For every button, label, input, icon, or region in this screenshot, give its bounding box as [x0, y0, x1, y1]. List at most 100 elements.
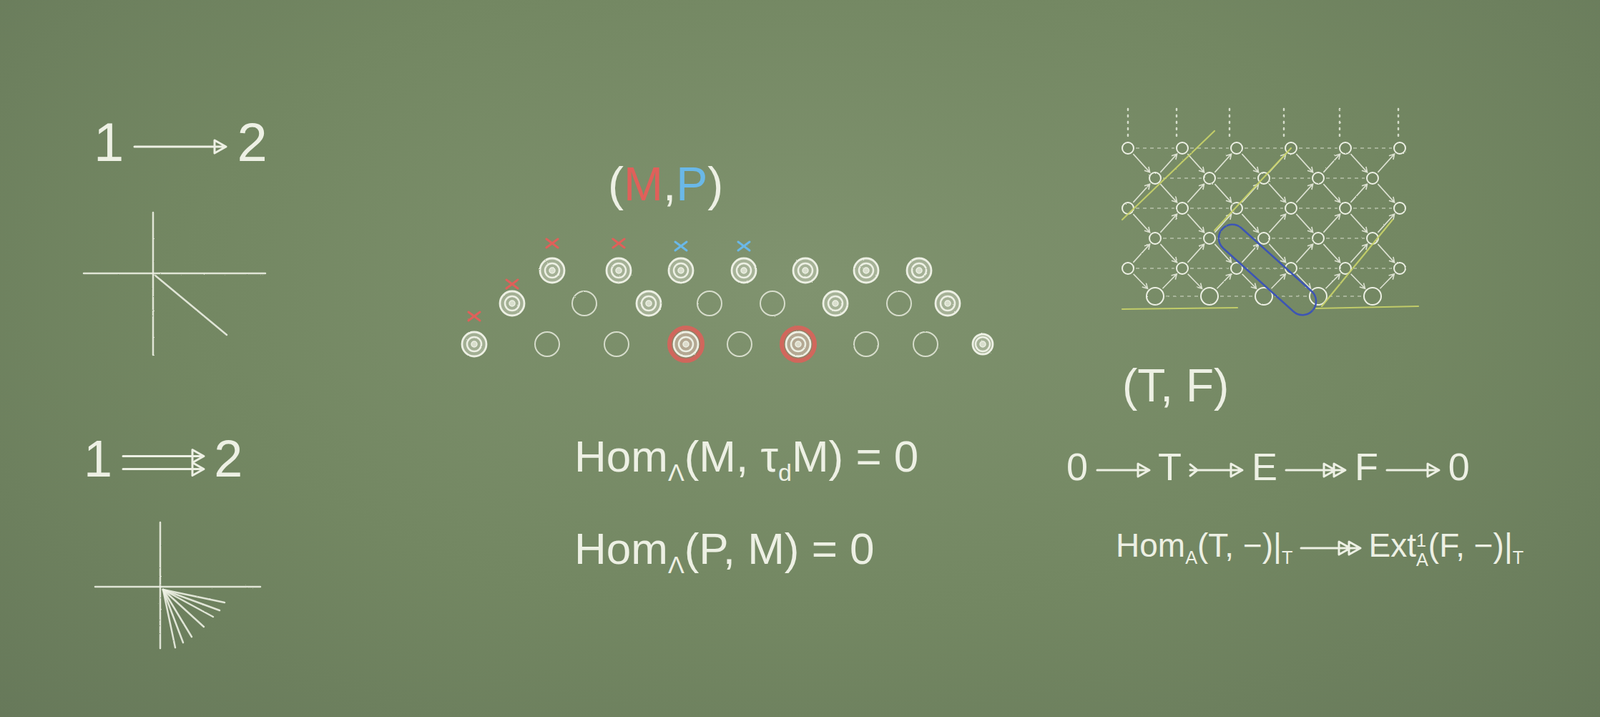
translation-line [1298, 207, 1338, 209]
quiver-arrow [1132, 183, 1150, 203]
axis-line [163, 589, 176, 648]
region-boundary [1122, 307, 1238, 309]
formula-text: A [1185, 547, 1198, 568]
module-vertex [668, 258, 694, 283]
vertex-scribble [832, 300, 839, 307]
translation-line [1353, 147, 1392, 149]
quiver-arrow [1162, 273, 1177, 289]
formula-text: P [675, 157, 708, 211]
quiver-arrow [1214, 183, 1231, 203]
quiver-arrow [1296, 153, 1313, 173]
translation-line [1271, 177, 1311, 179]
module-vertex [462, 331, 487, 357]
quiver-vertex [1312, 172, 1324, 184]
module-vertex [760, 291, 785, 316]
cross-mark [468, 311, 480, 321]
module-vertex [727, 331, 752, 357]
vertex-scribble [641, 296, 656, 311]
quiver-arrow [1188, 273, 1203, 289]
formula-text: T [1512, 547, 1524, 568]
quiver-arrow [1323, 213, 1340, 233]
vertex-scribble [911, 263, 927, 278]
continuation-dots [1175, 108, 1179, 138]
highlight-halo [669, 327, 703, 361]
module-vertex [854, 331, 879, 357]
vertex-scribble [940, 296, 955, 311]
formula-text: M) = 0 [791, 431, 919, 481]
cross-mark [546, 238, 558, 248]
quiver-vertex [1176, 202, 1189, 214]
vertex-scribble [975, 336, 990, 352]
quiver-arrow [1187, 213, 1204, 233]
quiver-arrow [1350, 213, 1367, 233]
translation-line [1220, 295, 1254, 297]
vertex-scribble [545, 263, 560, 278]
module-vertex [854, 258, 879, 283]
translation-line [1217, 237, 1256, 239]
translation-line [1162, 237, 1202, 239]
quiver-vertex [1366, 172, 1379, 184]
formula-text: (T, −)| [1197, 526, 1282, 564]
translation-line [1326, 237, 1365, 239]
module-vertex [673, 331, 699, 357]
script-stack: 1A [1416, 530, 1429, 569]
arrow-symbol [130, 130, 231, 164]
vertex-scribble [504, 296, 520, 311]
formula-text: 2 [237, 111, 268, 173]
quiver-vertex [1230, 142, 1243, 154]
translation-line [1353, 207, 1392, 209]
quiver-arrow [1214, 153, 1231, 173]
quiver-arrow [1377, 183, 1395, 203]
translation-line [1217, 177, 1256, 179]
vertex-scribble [828, 296, 843, 311]
continuation-dots [1127, 108, 1130, 138]
formula-line: 0TEF0 [1066, 443, 1470, 490]
quiver-vertex [1176, 262, 1189, 274]
quiver-arrow [1351, 273, 1366, 289]
quiver-arrow [1377, 153, 1395, 173]
cross-mark [468, 311, 480, 321]
module-vertex [906, 258, 932, 283]
formula-text: 0 [1066, 444, 1088, 488]
vertex-scribble [678, 336, 694, 352]
quiver-arrow [1132, 153, 1150, 173]
quiver-vertex [1122, 142, 1134, 154]
region-boundary [1321, 219, 1393, 307]
vertex-scribble [615, 267, 622, 274]
quiver-arrow [1241, 243, 1259, 263]
vertex-scribble [645, 300, 652, 307]
module-vertex [823, 291, 848, 316]
quiver-arrow [1296, 213, 1313, 233]
module-vertex [572, 291, 597, 316]
formula-text: ( [607, 157, 624, 211]
translation-line [1298, 267, 1338, 269]
formula-text: T [1157, 444, 1182, 488]
formula-text: , [663, 157, 676, 211]
quiver-arrow [1270, 273, 1286, 289]
formula-line: HomΛ(M, τdM) = 0 [574, 429, 919, 483]
formula-text: 0 [1448, 444, 1470, 488]
translation-line [1135, 147, 1175, 149]
module-vertex [972, 334, 993, 355]
quiver-vertex [1149, 232, 1161, 244]
quiver-vertex [1200, 287, 1219, 305]
module-diagram [462, 238, 993, 361]
quiver-vertex [1339, 142, 1352, 154]
quiver-arrow [1296, 243, 1313, 263]
vertex-scribble [673, 263, 689, 278]
arrow-symbol [1281, 458, 1350, 482]
translation-line [1165, 295, 1199, 297]
quiver-arrow [1160, 243, 1177, 263]
quiver-vertex [1394, 202, 1406, 214]
axis-line [152, 212, 155, 355]
arrow-symbol [1092, 458, 1154, 482]
translation-line [1326, 177, 1365, 179]
quiver-vertex [1122, 262, 1134, 274]
cross-mark [612, 238, 625, 248]
translation-line [1135, 267, 1175, 269]
quiver-vertex [1122, 202, 1134, 214]
quiver-vertex [1149, 172, 1161, 184]
translation-line [1162, 177, 1202, 179]
quiver-vertex [1394, 262, 1406, 274]
highlight-halo [781, 327, 815, 361]
